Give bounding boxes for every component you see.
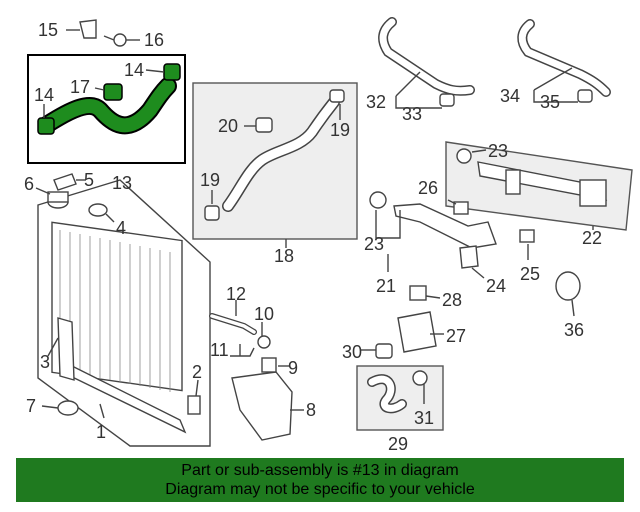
bracket-15 xyxy=(66,19,97,39)
cap-4 xyxy=(88,203,115,223)
callout-31: 31 xyxy=(414,408,434,428)
callout-2: 2 xyxy=(192,362,202,382)
water-pipe-21 xyxy=(369,191,497,272)
callout-21: 21 xyxy=(376,276,396,296)
callout-34: 34 xyxy=(500,86,520,106)
bolt-25 xyxy=(519,229,535,260)
callout-17: 17 xyxy=(70,77,90,97)
callout-14-right: 14 xyxy=(124,60,144,80)
hose-clamp-14-left xyxy=(37,117,55,135)
callout-32: 32 xyxy=(366,92,386,112)
callout-10: 10 xyxy=(254,304,274,324)
callout-19-right: 19 xyxy=(330,120,350,140)
bypass-pipe-32 xyxy=(378,17,475,109)
callout-19-left: 19 xyxy=(200,170,220,190)
lower-hose-box-18 xyxy=(192,82,358,240)
callout-22: 22 xyxy=(582,228,602,248)
parts-diagram: 15 16 14 17 14 13 6 5 4 3 7 2 1 20 19 19… xyxy=(24,17,633,454)
thermostat-36 xyxy=(555,271,581,317)
hose-10 xyxy=(257,322,271,349)
hose-clamp-14-right xyxy=(163,63,181,81)
sensor-28 xyxy=(409,285,441,301)
callout-13: 13 xyxy=(112,173,132,193)
cap-9 xyxy=(261,357,290,373)
callout-12: 12 xyxy=(226,284,246,304)
bypass-pipe-34 xyxy=(517,19,611,103)
callout-27: 27 xyxy=(446,326,466,346)
callout-18: 18 xyxy=(274,246,294,266)
callout-15: 15 xyxy=(38,20,58,40)
callout-29: 29 xyxy=(388,434,408,454)
callout-30: 30 xyxy=(342,342,362,362)
callout-14-left: 14 xyxy=(34,85,54,105)
callout-5: 5 xyxy=(84,170,94,190)
bolt-26 xyxy=(447,199,469,215)
callout-16: 16 xyxy=(144,30,164,50)
banner-line-2: Diagram may not be specific to your vehi… xyxy=(165,481,475,498)
callout-33: 33 xyxy=(402,104,422,124)
gasket-24 xyxy=(459,245,485,279)
callout-23-left: 23 xyxy=(364,234,384,254)
hose-box-29 xyxy=(356,365,444,431)
callout-23-top: 23 xyxy=(488,141,508,161)
clip-17 xyxy=(103,83,123,101)
water-pipe-box-22 xyxy=(445,141,633,231)
cushion-7 xyxy=(41,400,79,416)
housing-27 xyxy=(397,311,444,353)
callout-20: 20 xyxy=(218,116,238,136)
callout-8: 8 xyxy=(306,400,316,420)
callout-24: 24 xyxy=(486,276,506,296)
callouts: 15 16 14 17 14 13 6 5 4 3 7 2 1 20 19 19… xyxy=(24,20,602,454)
callout-3: 3 xyxy=(40,352,50,372)
upper-radiator-hose xyxy=(41,79,175,133)
bolt-16 xyxy=(103,33,140,47)
reservoir-tank-8 xyxy=(231,371,304,441)
callout-25: 25 xyxy=(520,264,540,284)
callout-35: 35 xyxy=(540,92,560,112)
bracket-11 xyxy=(230,344,255,357)
info-banner: Part or sub-assembly is #13 in diagram D… xyxy=(16,458,624,502)
callout-1: 1 xyxy=(96,422,106,442)
hose-12 xyxy=(209,300,257,335)
drain-plug-2 xyxy=(187,379,201,415)
callout-28: 28 xyxy=(442,290,462,310)
radiator-assembly xyxy=(37,179,211,447)
callout-11: 11 xyxy=(210,340,229,360)
cap-6 xyxy=(35,187,69,209)
callout-26: 26 xyxy=(418,178,438,198)
callout-4: 4 xyxy=(116,218,126,238)
callout-7: 7 xyxy=(26,396,36,416)
callout-9: 9 xyxy=(288,358,298,378)
callout-6: 6 xyxy=(24,174,34,194)
clamp-30 xyxy=(360,343,393,359)
banner-line-1: Part or sub-assembly is #13 in diagram xyxy=(181,462,459,479)
bracket-5 xyxy=(53,173,86,191)
part-13-highlight-box[interactable] xyxy=(27,54,186,164)
callout-36: 36 xyxy=(564,320,584,340)
